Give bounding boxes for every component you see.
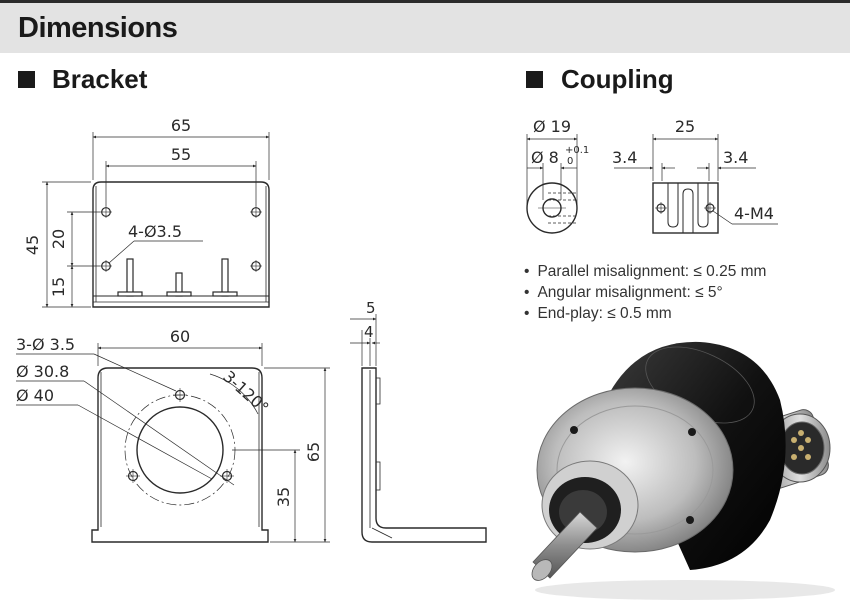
note-angular-misalignment: Angular misalignment: ≤ 5° xyxy=(524,282,766,303)
coupling-section-square-icon xyxy=(526,71,543,88)
note-parallel-misalignment: Parallel misalignment: ≤ 0.25 mm xyxy=(524,261,766,282)
coupling-bore-dia: Ø 8 xyxy=(531,148,559,167)
page-title: Dimensions xyxy=(18,12,178,44)
rotary-encoder-illustration xyxy=(531,341,835,600)
bracket-top-dim-65: 65 xyxy=(171,116,191,135)
coupling-screw-callout: 4-M4 xyxy=(734,204,774,223)
bracket-front-dim-35: 35 xyxy=(274,487,293,507)
bracket-front-dim-60: 60 xyxy=(170,327,190,346)
bracket-side-dim-5: 5 xyxy=(366,299,376,317)
coupling-outer-dia: Ø 19 xyxy=(533,117,571,136)
coupling-side-view xyxy=(614,134,778,234)
bracket-side-dim-4: 4 xyxy=(364,323,374,341)
top-rule xyxy=(0,0,850,3)
coupling-right-offset: 3.4 xyxy=(723,148,748,167)
bracket-section-square-icon xyxy=(18,71,35,88)
page-header: Dimensions xyxy=(0,3,850,53)
coupling-length: 25 xyxy=(675,117,695,136)
bracket-front-holes-callout: 3-Ø 3.5 xyxy=(16,335,75,354)
coupling-notes-list: Parallel misalignment: ≤ 0.25 mm Angular… xyxy=(524,261,766,324)
coupling-section-title: Coupling xyxy=(561,64,674,94)
bracket-front-bore-callout: Ø 40 xyxy=(16,386,54,405)
bracket-top-dim-55: 55 xyxy=(171,145,191,164)
bracket-front-pcd-callout: Ø 30.8 xyxy=(16,362,69,381)
note-end-play: End-play: ≤ 0.5 mm xyxy=(524,303,766,324)
coupling-left-offset: 3.4 xyxy=(612,148,637,167)
coupling-end-view xyxy=(526,134,578,234)
bracket-front-angle-callout: 3-120° xyxy=(219,367,272,418)
bracket-section-title: Bracket xyxy=(52,64,148,94)
bracket-front-view xyxy=(16,343,330,543)
bracket-top-dim-20: 20 xyxy=(49,229,68,249)
bracket-hole-callout: 4-Ø3.5 xyxy=(128,222,182,241)
bracket-side-view xyxy=(350,314,487,543)
bracket-top-dim-15: 15 xyxy=(49,277,68,297)
bracket-top-view xyxy=(42,132,270,308)
coupling-bore-tol-lower: 0 xyxy=(567,156,573,167)
bracket-front-dim-65: 65 xyxy=(304,442,323,462)
coupling-bore-tol-upper: +0.1 xyxy=(565,145,589,156)
bracket-top-dim-45: 45 xyxy=(23,235,42,255)
